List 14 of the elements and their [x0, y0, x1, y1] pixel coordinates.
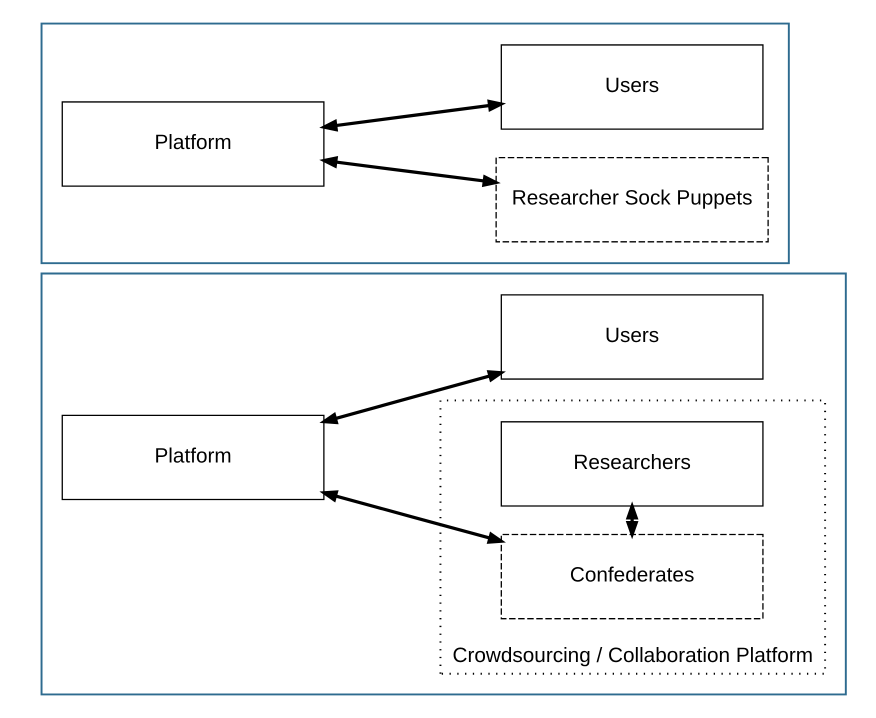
- cluster: [40, 22, 790, 264]
- node-box: Confederates: [500, 534, 764, 620]
- node-box: Platform: [61, 414, 324, 500]
- node-box: Researchers: [500, 421, 764, 507]
- arrow: [625, 501, 638, 540]
- arrow: [318, 99, 506, 132]
- cluster: [40, 272, 846, 696]
- arrow: [318, 156, 500, 188]
- node-box: Users: [500, 44, 764, 130]
- arrow: [318, 370, 506, 424]
- node-box: Users: [500, 294, 764, 380]
- node-box: Platform: [61, 101, 324, 187]
- node-box: Researcher Sock Puppets: [494, 156, 768, 242]
- arrow: [318, 490, 506, 544]
